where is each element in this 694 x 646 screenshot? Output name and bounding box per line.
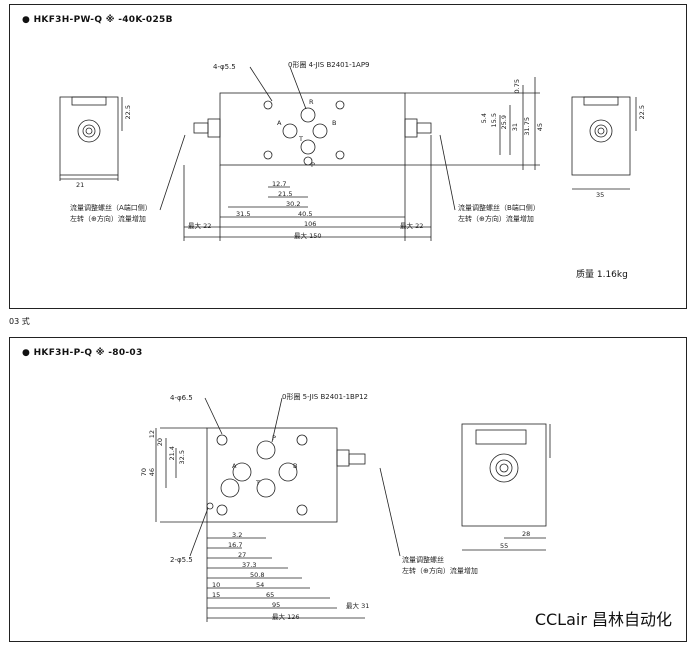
port-t: T [256,479,260,487]
dim-95: 95 [272,601,281,609]
port-r: R [309,98,314,106]
dim-max-22-left: 最大 22 [188,222,212,230]
adjust-a-label: 流量调整螺丝（A端口侧）左转（⊕方向）流量增加 [70,204,152,223]
dim-side-left-height: 22.5 [124,105,132,120]
dim-left-46: 46 [148,468,156,477]
port-p: P [311,161,315,169]
hole-label: 4-φ5.5 [213,63,236,71]
dim-5-4: 5.4 [480,113,488,124]
dim-25-9: 25.9 [500,115,508,130]
brand-logo-text: CCLair 昌林自动化 [534,610,672,629]
valve-body-p [206,427,338,523]
dim-15-5: 15.5 [490,113,498,128]
dim-side-left-width: 21 [76,181,85,189]
dim-30-2: 30.2 [286,200,301,208]
mass-label: 质量 1.16kg [576,270,628,280]
dim-16-7: 16.7 [228,541,243,549]
model-title: ● HKF3H-PW-Q ※ -40K-025B [22,15,173,25]
dim-3-2: 3.2 [232,531,243,539]
dim-side-right-width: 35 [596,191,605,199]
dim-15: 15 [212,591,221,599]
dim-side-right-height: 22.5 [638,105,646,120]
hole-label-bottom: 2-φ5.5 [170,556,193,564]
dim-0-75: 0.75 [513,79,521,94]
dim-31: 31 [511,123,519,132]
adjust-b-label: 流量调整螺丝（B端口侧）左转（⊕方向）流量增加 [458,204,540,223]
dim-left-32-5: 32.5 [178,450,186,465]
adjust-label: 流量调整螺丝左转（⊕方向）流量增加 [402,556,478,575]
dim-left-21-4: 21.4 [168,446,176,461]
dim-12-7: 12.7 [272,180,287,188]
dim-side-55: 55 [500,542,509,550]
dim-max-22-right: 最大 22 [400,222,424,230]
series-label: 03 式 [9,317,30,326]
port-b: B [332,119,337,127]
drawing-pw [59,66,637,241]
dim-max-126: 最大 126 [272,613,300,621]
model-title: ● HKF3H-P-Q ※ -80-03 [22,348,143,358]
drawing-p [155,397,551,622]
dim-max-31: 最大 31 [346,602,370,610]
drawing-panel-p: ● HKF3H-P-Q ※ -80-03 [9,337,687,642]
dim-31-75: 31.75 [523,117,531,136]
port-b: B [293,462,298,470]
port-p: P [272,434,276,442]
dim-40-5: 40.5 [298,210,313,218]
oring-label: 0形圈 4-JIS B2401-1AP9 [288,61,370,69]
dim-31-5: 31.5 [236,210,251,218]
dim-max-150: 最大 150 [294,232,322,240]
drawing-panel-pw: ● HKF3H-PW-Q ※ -40K-025B [9,4,687,309]
dim-left-12: 12 [148,430,156,439]
dim-50-8: 50.8 [250,571,265,579]
dim-54: 54 [256,581,265,589]
dim-37-3: 37.3 [242,561,257,569]
port-t: T [299,135,303,143]
dim-10: 10 [212,581,221,589]
dim-left-20: 20 [156,438,164,447]
dim-106: 106 [304,220,317,228]
dim-27: 27 [238,551,247,559]
side-view-right [571,96,631,176]
dim-65: 65 [266,591,275,599]
oring-label: 0形圈 5-JIS B2401-1BP12 [282,393,368,401]
dim-side-28: 28 [522,530,531,538]
dim-21-5: 21.5 [278,190,293,198]
port-a: A [277,119,282,127]
hole-label-top: 4-φ6.5 [170,394,193,402]
port-a: A [232,462,237,470]
side-view-p [461,423,547,527]
side-view-left [59,96,119,176]
dim-45: 45 [536,123,544,132]
dim-left-70: 70 [140,468,148,477]
